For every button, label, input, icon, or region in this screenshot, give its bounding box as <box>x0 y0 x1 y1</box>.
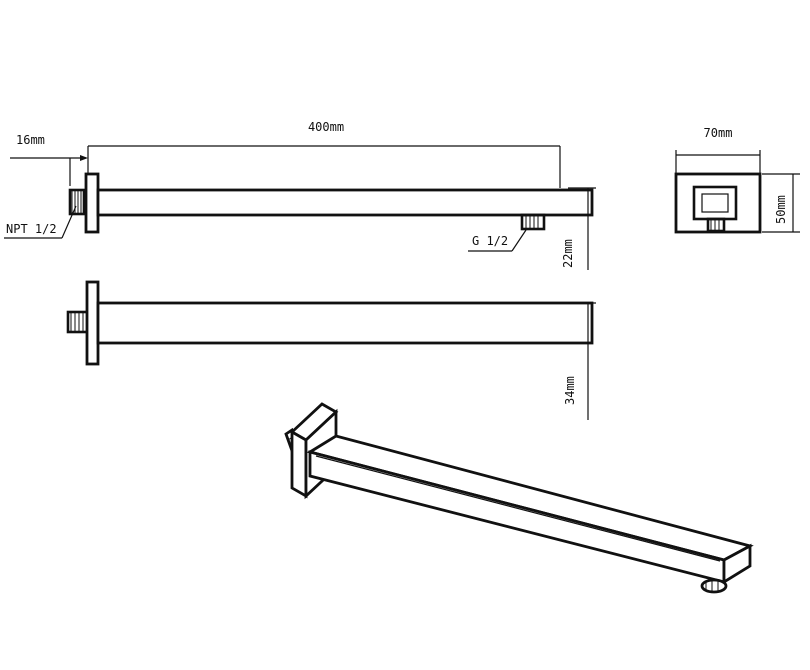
iso-outlet <box>700 578 728 594</box>
outlet-thread <box>520 213 546 231</box>
arm-side <box>96 188 594 217</box>
top-view: 34mm <box>66 280 596 420</box>
dim-label-16mm: 16mm <box>16 133 45 147</box>
dim-label-22mm: 22mm <box>561 239 575 268</box>
side-view: 400mm 16mm NPT 1/2 G 1/2 22mm <box>4 120 596 270</box>
inlet-thread <box>68 188 86 216</box>
end-view: 70mm 50mm <box>674 126 800 234</box>
arm-top <box>96 301 594 345</box>
thread-label-g: G 1/2 <box>472 234 508 248</box>
dim-label-400mm: 400mm <box>308 120 344 134</box>
dim-label-50mm: 50mm <box>774 195 788 224</box>
end-plate <box>674 172 762 234</box>
end-thread <box>706 217 726 233</box>
arm-top-face <box>306 434 754 562</box>
arm-end-face <box>722 543 752 585</box>
dim-label-34mm: 34mm <box>563 376 577 405</box>
wall-flange <box>84 172 100 234</box>
wall-flange-top <box>85 280 100 366</box>
dim-label-70mm: 70mm <box>704 126 733 140</box>
thread-label-npt: NPT 1/2 <box>6 222 57 236</box>
arm-front-face <box>308 450 726 584</box>
isometric-view <box>284 402 754 594</box>
